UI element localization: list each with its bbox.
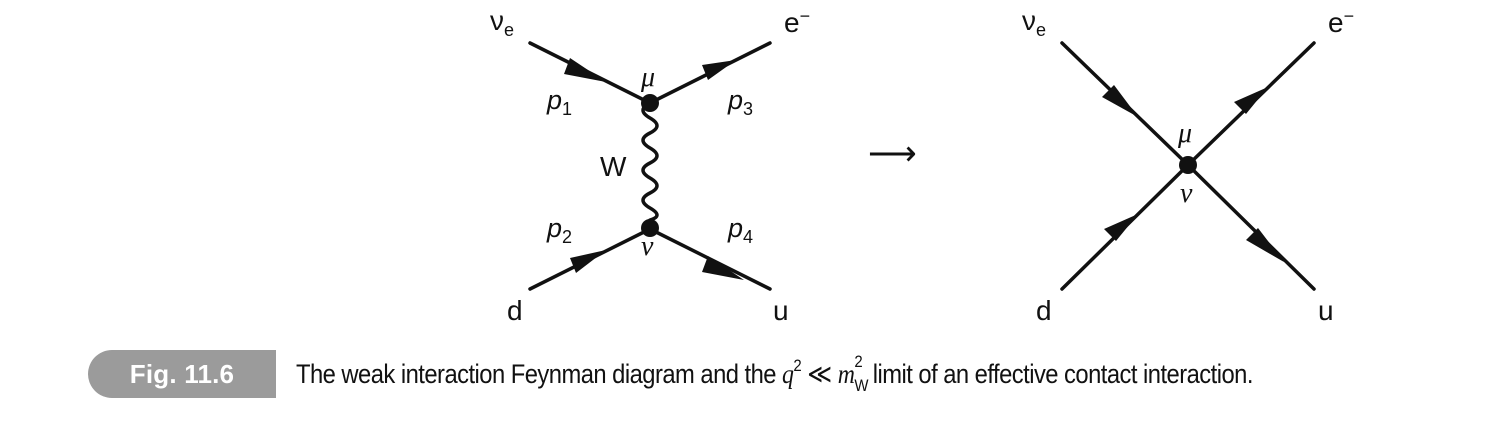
label-electron-right: e−	[1328, 6, 1354, 38]
label-u-right: u	[1318, 295, 1334, 326]
caption-q: q	[782, 359, 794, 389]
caption-text: The weak interaction Feynman diagram and…	[296, 352, 1254, 395]
figure-number: Fig. 11.6	[129, 358, 235, 389]
w-boson-wavy-line	[641, 101, 659, 222]
label-p1: p1	[546, 85, 572, 119]
electron-arrow	[702, 60, 736, 80]
label-p2: p2	[546, 213, 572, 247]
label-ve-right: νe	[1022, 5, 1046, 40]
label-nu-right: ν	[1180, 178, 1193, 209]
label-d-right: d	[1036, 295, 1052, 326]
caption-m-exponent: 2	[854, 352, 863, 371]
label-p3: p3	[727, 85, 753, 119]
upper-vertex	[641, 94, 659, 112]
down-quark-arrow-right	[1104, 214, 1138, 241]
caption-m: m	[837, 359, 855, 389]
label-u-left: u	[773, 295, 789, 326]
label-w-boson: W	[600, 151, 627, 182]
caption-text-after: limit of an effective contact interactio…	[866, 359, 1254, 389]
electron-arrow-right	[1234, 87, 1268, 114]
left-feynman-diagram: νe e− μ p1 p3 W p2 p4 ν d u	[490, 5, 810, 326]
caption-text-before: The weak interaction Feynman diagram and…	[296, 359, 783, 389]
label-electron-left: e−	[784, 6, 810, 38]
caption-m-subscript: W	[854, 376, 868, 395]
label-mu-right: μ	[1177, 118, 1192, 149]
caption-q-exponent: 2	[793, 356, 802, 375]
outgoing-up-quark-line-right	[1186, 163, 1316, 291]
transition-arrow: ⟶	[868, 135, 917, 173]
figure-caption: Fig. 11.6 The weak interaction Feynman d…	[0, 350, 1496, 402]
label-nu-left: ν	[641, 231, 654, 262]
lower-vertex	[641, 219, 659, 237]
right-contact-diagram: νe e− μ ν d u	[1022, 5, 1354, 326]
up-quark-arrow-right	[1246, 228, 1284, 262]
contact-vertex	[1179, 156, 1197, 174]
label-d-left: d	[507, 295, 523, 326]
up-quark-arrow	[702, 256, 744, 280]
feynman-diagrams: νe e− μ p1 p3 W p2 p4 ν d u ⟶ νe e− μ ν …	[490, 5, 1354, 326]
neutrino-arrow-right	[1102, 85, 1138, 117]
neutrino-arrow	[564, 58, 606, 82]
label-ve-left: νe	[490, 5, 514, 40]
label-p4: p4	[727, 213, 753, 247]
caption-relation: ≪	[807, 359, 832, 389]
figure-number-badge: Fig. 11.6	[88, 350, 276, 398]
down-quark-arrow	[570, 250, 606, 273]
label-mu-left: μ	[640, 62, 655, 93]
